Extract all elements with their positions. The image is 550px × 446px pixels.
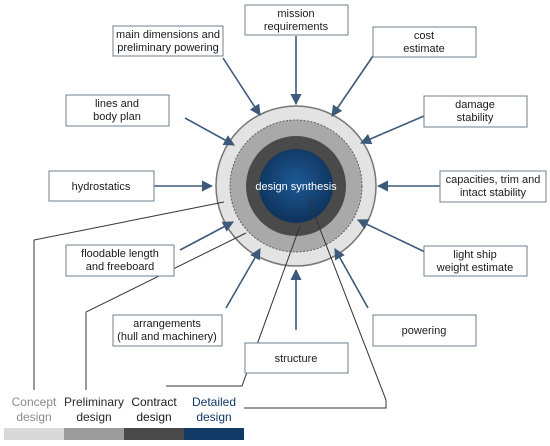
arrow-floodable: [179, 221, 234, 251]
arrows: [154, 36, 440, 330]
stage-concept-swatch: [4, 428, 64, 440]
stage-leaders: [33, 197, 387, 409]
leader-contract: [166, 225, 301, 387]
box-capacities: capacities, trim and intact stability: [439, 170, 547, 203]
box-powering: powering: [372, 314, 477, 347]
stage-preliminary-swatch: [64, 428, 124, 440]
box-lightship-line1: light ship: [453, 249, 496, 261]
detailed-core: [259, 149, 333, 223]
box-damage-line2: stability: [457, 112, 494, 124]
box-damage-line1: damage: [455, 99, 495, 111]
box-mission-line2: requirements: [264, 21, 329, 33]
box-hydrostatics: hydrostatics: [48, 170, 155, 202]
stage-concept-line1: Concept: [12, 395, 57, 409]
box-hydrostatics-line1: hydrostatics: [72, 181, 131, 193]
arrow-main-dimensions: [222, 57, 261, 116]
box-capacities-line2: intact stability: [460, 187, 527, 199]
stage-preliminary-line1: Preliminary: [64, 395, 124, 409]
stage-contract-swatch: [124, 428, 184, 440]
box-damage: damage stability: [423, 95, 528, 128]
box-lines-line2: body plan: [93, 111, 141, 123]
box-main-dimensions-line2: preliminary powering: [117, 42, 219, 54]
box-mission: mission requirements: [244, 4, 349, 36]
box-arrangements: arrangements (hull and machinery): [112, 314, 223, 347]
arrow-cost: [331, 55, 374, 117]
leader-preliminary: [85, 232, 247, 390]
arrow-arrangements: [225, 248, 261, 309]
box-lines: lines and body plan: [65, 94, 170, 127]
box-cost-line1: cost: [414, 30, 434, 42]
box-arrangements-line1: arrangements: [133, 318, 201, 330]
box-lines-line1: lines and: [95, 98, 139, 110]
arrow-powering: [334, 248, 369, 309]
box-structure-line1: structure: [275, 353, 318, 365]
stage-preliminary-line2: design: [76, 410, 111, 424]
stage-preliminary: Preliminary design: [64, 395, 124, 440]
stage-contract-line2: design: [136, 410, 171, 424]
box-lightship-line2: weight estimate: [436, 262, 513, 274]
box-structure: structure: [244, 342, 349, 374]
leader-detailed: [244, 197, 387, 409]
stage-detailed-line1: Detailed: [192, 395, 236, 409]
box-floodable: floodable length and freeboard: [65, 244, 175, 277]
stage-contract-line1: Contract: [131, 395, 177, 409]
design-circle: design synthesis: [215, 105, 377, 267]
box-cost-line2: estimate: [403, 43, 445, 55]
stage-concept-line2: design: [16, 410, 51, 424]
leader-concept: [33, 201, 225, 390]
stage-detailed-swatch: [184, 428, 244, 440]
box-arrangements-line2: (hull and machinery): [117, 331, 217, 343]
box-capacities-line1: capacities, trim and: [446, 174, 541, 186]
box-mission-line1: mission: [277, 8, 314, 20]
box-powering-line1: powering: [402, 325, 447, 337]
box-cost: cost estimate: [372, 26, 477, 58]
box-floodable-line2: and freeboard: [86, 261, 155, 273]
stage-legend: Concept design Preliminary design Contra…: [4, 395, 244, 440]
box-main-dimensions: main dimensions and preliminary powering: [112, 25, 224, 57]
center-label: design synthesis: [255, 181, 337, 193]
stage-contract: Contract design: [124, 395, 184, 440]
arrow-lightship: [356, 219, 426, 253]
box-main-dimensions-line1: main dimensions and: [116, 29, 220, 41]
box-lightship: light ship weight estimate: [423, 245, 528, 277]
arrow-lines: [184, 117, 235, 146]
stage-detailed: Detailed design: [184, 395, 244, 440]
arrow-damage: [359, 115, 425, 145]
stage-concept: Concept design: [4, 395, 64, 440]
stage-detailed-line2: design: [196, 410, 231, 424]
box-floodable-line1: floodable length: [81, 248, 159, 260]
